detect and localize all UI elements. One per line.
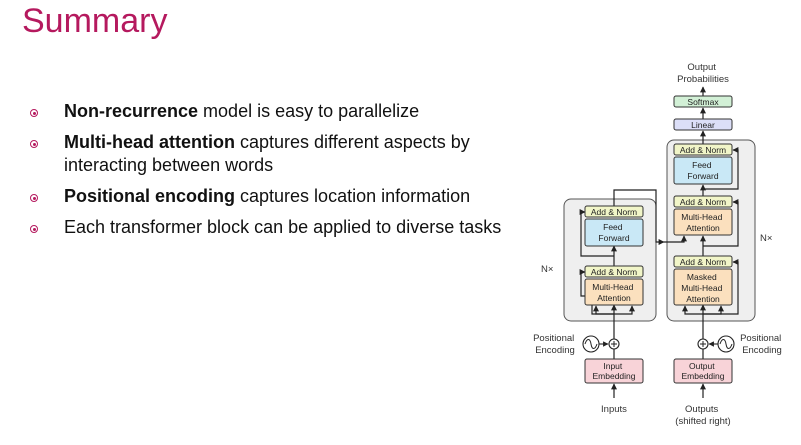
bullet-icon	[30, 225, 38, 233]
softmax-box	[673, 95, 733, 108]
multi-head-attention-label: Multi-Head Attention	[681, 212, 724, 233]
bullet-term: Multi-head attention	[64, 132, 235, 152]
decoder-add-norm-2	[673, 195, 733, 208]
add-norm-label: Add & Norm	[591, 267, 637, 277]
output-embedding-label: Output Embedding	[681, 361, 724, 381]
output-probabilities-label: Output Probabilities	[677, 62, 729, 85]
outputs-label: Outputs (shifted right)	[675, 404, 730, 427]
output-embedding-box	[673, 358, 733, 384]
add-norm-label: Add & Norm	[680, 197, 726, 207]
bullet-text: captures location information	[235, 186, 471, 206]
input-embedding-label: Input Embedding	[592, 361, 635, 381]
decoder-masked-attention	[673, 268, 733, 306]
masked-attention-label: Masked Multi-Head Attention	[681, 272, 724, 304]
bullet-item: Multi-head attention captures different …	[30, 131, 550, 177]
bullet-text: model is easy to parallelize	[198, 101, 420, 121]
add-norm-label: Add & Norm	[591, 207, 637, 217]
encoder-positional-encoding-label: Positional Encoding	[533, 333, 577, 356]
bullet-icon	[30, 194, 38, 202]
bullet-text: captures different aspects by interactin…	[64, 132, 470, 175]
bullet-item: Non-recurrence model is easy to parallel…	[30, 100, 550, 123]
softmax-label: Softmax	[687, 97, 719, 107]
bullet-text: Each transformer block can be applied to…	[64, 217, 502, 237]
encoder-add-norm-1	[584, 265, 644, 278]
multi-head-attention-label: Multi-Head Attention	[592, 282, 635, 303]
decoder-multi-head-attention	[673, 208, 733, 236]
bullet-item: Positional encoding captures location in…	[30, 185, 550, 208]
decoder-add-norm-1	[673, 255, 733, 268]
bullet-item: Each transformer block can be applied to…	[30, 216, 550, 239]
encoder-feed-forward	[584, 218, 644, 247]
decoder-positional-encoding-label: Positional Encoding	[740, 333, 784, 356]
linear-label: Linear	[691, 120, 715, 130]
bullet-icon	[30, 140, 38, 148]
feed-forward-label: Feed Forward	[598, 222, 629, 243]
diagram-arrows	[579, 86, 739, 398]
decoder-add-norm-3	[673, 143, 733, 156]
bullet-icon	[30, 109, 38, 117]
add-norm-label: Add & Norm	[680, 145, 726, 155]
bullet-list: Non-recurrence model is easy to parallel…	[30, 100, 550, 247]
input-embedding-box	[584, 358, 644, 384]
encoder-add-norm-2	[584, 205, 644, 218]
decoder-feed-forward	[673, 156, 733, 185]
encoder-nx-label: N×	[541, 264, 553, 275]
add-norm-label: Add & Norm	[680, 257, 726, 267]
bullet-term: Positional encoding	[64, 186, 236, 206]
feed-forward-label: Feed Forward	[687, 160, 718, 181]
inputs-label: Inputs	[601, 404, 627, 415]
encoder-multi-head-attention	[584, 278, 644, 306]
decoder-nx-label: N×	[760, 233, 772, 244]
bullet-term: Non-recurrence	[64, 101, 199, 121]
linear-box	[673, 118, 733, 131]
slide-title: Summary	[22, 2, 168, 40]
